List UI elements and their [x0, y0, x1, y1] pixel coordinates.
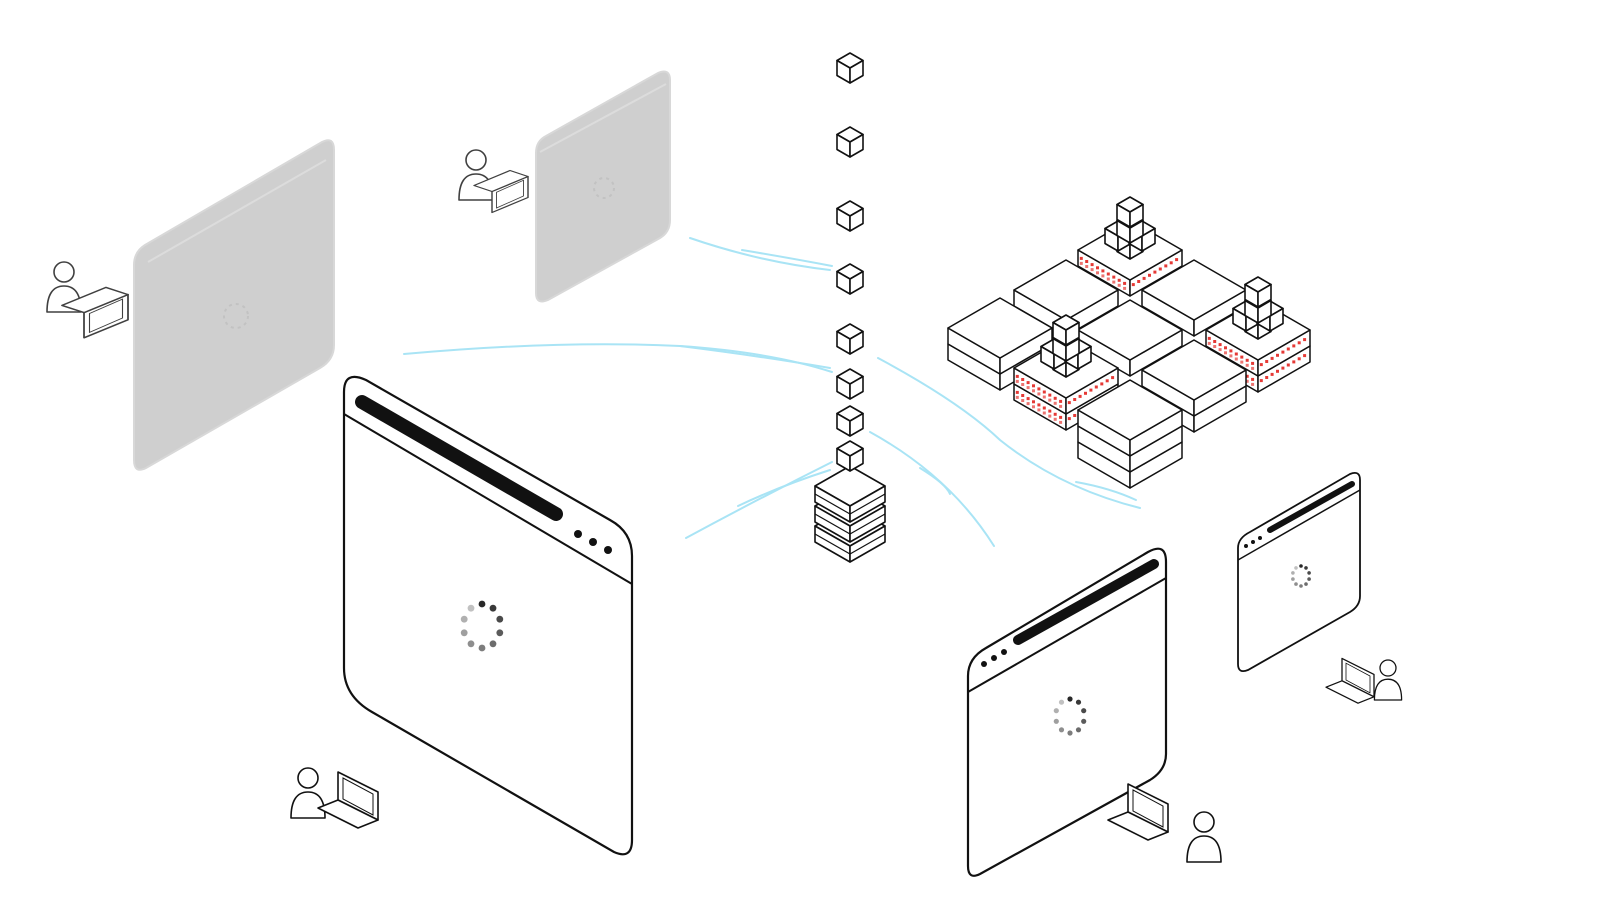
window-dot[interactable] [589, 538, 597, 546]
cube-icon [836, 263, 864, 295]
window-dot[interactable] [1244, 544, 1248, 548]
window-front-right [966, 547, 1168, 877]
user-far-top [458, 149, 529, 214]
user-right-small [1325, 657, 1403, 704]
window-dot[interactable] [991, 655, 997, 661]
cube-icon [836, 126, 864, 158]
cube-icon [836, 405, 864, 437]
link-line [737, 469, 831, 507]
cube-icon [1244, 276, 1272, 308]
cube-icon [836, 52, 864, 84]
server-rack-icon [947, 297, 1053, 391]
address-bar[interactable] [1013, 559, 1159, 645]
cube-icon [836, 368, 864, 400]
server-rack-icon [1077, 196, 1183, 297]
window-dot[interactable] [1258, 536, 1262, 540]
loading-spinner-icon [1053, 696, 1087, 736]
window-far-top [535, 70, 671, 303]
window-dot[interactable] [981, 661, 987, 667]
link-line [877, 357, 1141, 509]
user-front-right [1107, 783, 1222, 863]
link-line [919, 467, 951, 495]
data-center [947, 196, 1311, 489]
package-queue [836, 52, 864, 437]
window-dot[interactable] [1001, 649, 1007, 655]
user-front-left [290, 767, 379, 829]
window-far-left [133, 139, 335, 471]
address-bar[interactable] [1267, 481, 1355, 533]
window-dot[interactable] [604, 546, 612, 554]
window-front-left [342, 375, 634, 856]
address-bar[interactable] [355, 395, 563, 521]
cube-icon [1116, 196, 1144, 228]
window-right-small [1237, 471, 1361, 673]
loading-spinner-icon [460, 600, 504, 652]
cube-icon [836, 323, 864, 355]
origin-server-stack [814, 440, 886, 563]
network-links [403, 237, 1141, 547]
server-rack-icon [1077, 379, 1183, 489]
link-line [869, 431, 995, 547]
server-rack-icon [1077, 299, 1183, 377]
window-dot[interactable] [574, 530, 582, 538]
cube-icon [1052, 314, 1080, 346]
link-line [689, 237, 831, 271]
cube-icon [836, 200, 864, 232]
link-line [679, 345, 831, 369]
window-dot[interactable] [1251, 540, 1255, 544]
link-line [685, 461, 833, 539]
loading-spinner-icon [593, 177, 615, 199]
loading-spinner-icon [223, 303, 249, 329]
link-line [741, 249, 833, 267]
user-far-left [46, 261, 129, 339]
link-line [1075, 481, 1137, 501]
loading-spinner-icon [1291, 564, 1311, 588]
